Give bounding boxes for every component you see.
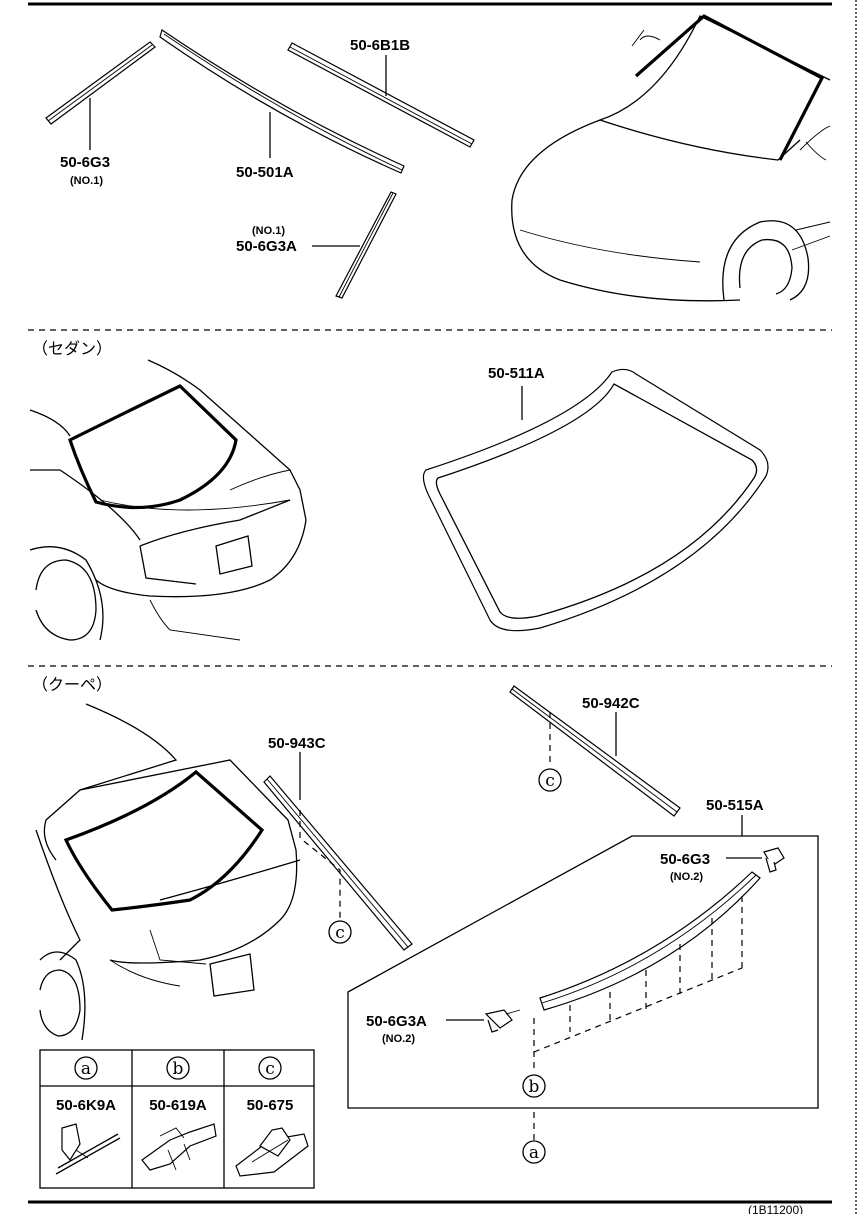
clip-50-6g3a-no2 bbox=[446, 1009, 521, 1033]
part-50-515a-spoiler-molding bbox=[533, 871, 761, 1070]
coupe-rear-illustration bbox=[35, 703, 301, 1041]
coupe-section: 50-943C c 50-942C c 50-515A bbox=[35, 685, 819, 1189]
footer-ref: (1B11200) bbox=[748, 1203, 803, 1214]
svg-text:b: b bbox=[529, 1077, 540, 1097]
callout-c-right: c bbox=[538, 768, 562, 792]
label-50-6g3-no1-sub: (NO.1) bbox=[70, 175, 103, 187]
clip-drawing-50-6k9a bbox=[55, 1123, 121, 1175]
legend-part-b: 50-619A bbox=[149, 1097, 207, 1114]
part-50-501a-molding bbox=[159, 29, 405, 174]
label-50-6g3-no2: 50-6G3 bbox=[660, 851, 710, 868]
coupe-section-label: （クーペ） bbox=[32, 675, 112, 694]
page-frame bbox=[28, 0, 857, 1214]
clip-drawing-50-675 bbox=[235, 1127, 309, 1177]
sedan-section-label: （セダン） bbox=[32, 339, 112, 358]
detail-box-50-515a bbox=[347, 835, 819, 1109]
part-50-6g3-no1-strip bbox=[45, 41, 156, 150]
svg-text:a: a bbox=[529, 1143, 539, 1163]
legend-part-a: 50-6K9A bbox=[56, 1097, 116, 1114]
label-50-942c: 50-942C bbox=[582, 695, 640, 712]
label-50-515a: 50-515A bbox=[706, 797, 764, 814]
label-50-6g3a-no1: 50-6G3A bbox=[236, 238, 297, 255]
label-50-501a: 50-501A bbox=[236, 164, 294, 181]
callout-b: b bbox=[522, 1074, 546, 1098]
label-50-6g3a-no2-sub: (NO.2) bbox=[382, 1033, 415, 1045]
label-50-6b1b: 50-6B1B bbox=[350, 37, 410, 54]
sedan-rear-illustration bbox=[29, 359, 307, 641]
label-50-511a: 50-511A bbox=[488, 365, 545, 382]
car-front-illustration bbox=[511, 14, 831, 302]
label-50-6g3-no1: 50-6G3 bbox=[60, 154, 110, 171]
part-50-6b1b-molding bbox=[287, 42, 475, 148]
label-50-6g3-no2-sub: (NO.2) bbox=[670, 871, 703, 883]
clip-drawing-50-619a bbox=[141, 1123, 217, 1171]
legend-header-b: b bbox=[173, 1059, 184, 1079]
clip-50-6g3-no2 bbox=[726, 847, 785, 873]
part-50-511a-weatherstrip bbox=[422, 368, 769, 632]
callout-c-left: c bbox=[328, 920, 352, 944]
svg-text:c: c bbox=[335, 923, 345, 943]
svg-text:c: c bbox=[545, 771, 555, 791]
legend-part-c: 50-675 bbox=[247, 1097, 294, 1114]
part-50-6g3a-no1-strip bbox=[312, 191, 397, 299]
label-50-6g3a-no1-sub: (NO.1) bbox=[252, 225, 285, 237]
clip-legend-table: a b c 50-6K9A 50-619A 50-675 bbox=[39, 1049, 315, 1189]
callout-a: a bbox=[522, 1140, 546, 1164]
sedan-section: 50-511A bbox=[29, 359, 769, 641]
legend-header-c: c bbox=[265, 1059, 275, 1079]
label-50-943c: 50-943C bbox=[268, 735, 326, 752]
legend-header-a: a bbox=[81, 1059, 91, 1079]
label-50-6g3a-no2: 50-6G3A bbox=[366, 1013, 427, 1030]
part-50-943c-molding bbox=[263, 752, 413, 951]
part-50-942c-molding bbox=[509, 685, 681, 817]
top-section: 50-6G3 (NO.1) 50-501A 50-6B1B (NO.1) 50-… bbox=[45, 14, 831, 302]
